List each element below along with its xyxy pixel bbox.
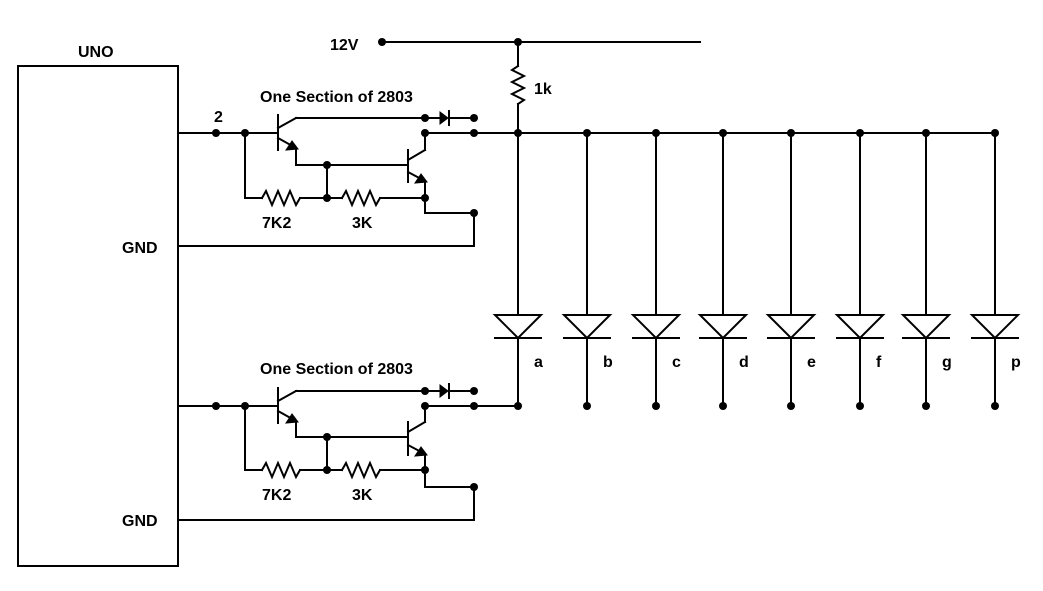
segment-label-a: a xyxy=(534,354,543,371)
segment-label-p: p xyxy=(1011,354,1021,371)
driver-1-title: One Section of 2803 xyxy=(260,89,413,106)
pin-2-label: 2 xyxy=(214,109,223,126)
driver-2-r2-label: 3K xyxy=(352,487,373,504)
uno-board: UNO GND GND 2 xyxy=(17,44,223,567)
segment-led-e: e xyxy=(765,129,817,410)
segment-led-a: a xyxy=(492,132,544,407)
supply-12v-label: 12V xyxy=(330,37,359,54)
driver-1-r1-label: 7K2 xyxy=(262,215,291,232)
supply-rail: 12V 1k xyxy=(330,37,701,134)
segment-led-p: p xyxy=(969,129,1021,410)
segment-label-e: e xyxy=(807,354,816,371)
driver-1-r2-label: 3K xyxy=(352,215,373,232)
segment-label-g: g xyxy=(942,354,952,371)
segment-label-c: c xyxy=(672,354,681,371)
driver-section-2: One Section of 2803 xyxy=(177,361,522,521)
gnd-label-1: GND xyxy=(122,240,158,257)
driver-section-1: One Section of 2803 xyxy=(177,89,478,247)
uno-label: UNO xyxy=(78,44,114,61)
segment-led-g: g xyxy=(900,129,952,410)
segment-led-b: b xyxy=(561,129,613,410)
segment-label-f: f xyxy=(876,354,882,371)
pullup-resistor xyxy=(509,64,527,106)
segment-label-b: b xyxy=(603,354,613,371)
driver-2-r1-label: 7K2 xyxy=(262,487,291,504)
segment-label-d: d xyxy=(739,354,749,371)
segment-led-f: f xyxy=(834,129,886,410)
segment-led-d: d xyxy=(697,129,749,410)
gnd-label-2: GND xyxy=(122,513,158,530)
driver-2-title: One Section of 2803 xyxy=(260,361,413,378)
segment-led-c: c xyxy=(630,129,682,410)
pullup-resistor-label: 1k xyxy=(534,81,552,98)
